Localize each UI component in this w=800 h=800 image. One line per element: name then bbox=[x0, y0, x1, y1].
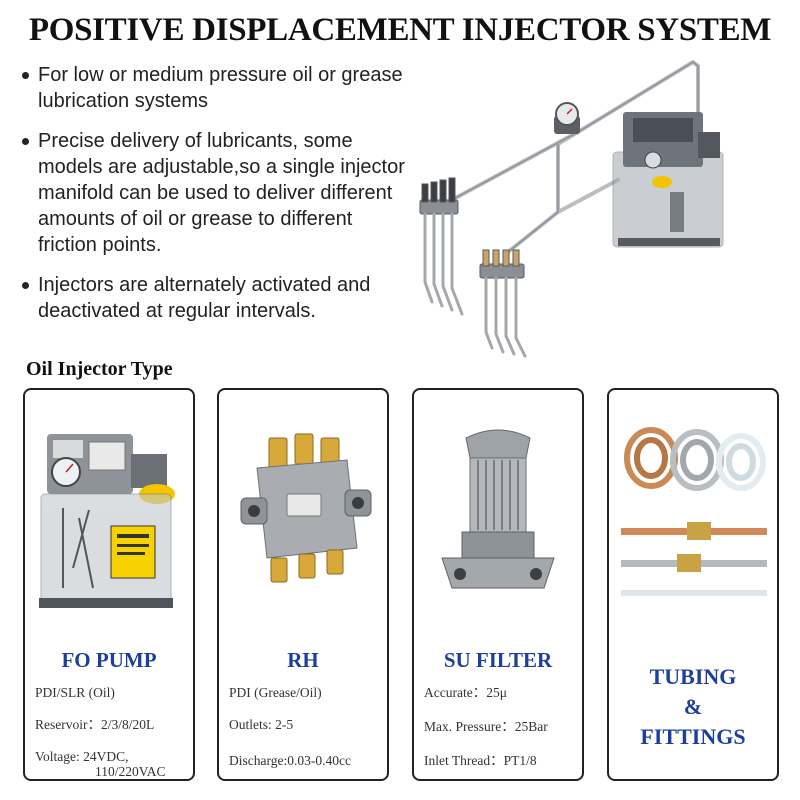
spec-fo-pump-voltage-ac: 110/220VAC bbox=[95, 764, 166, 779]
card-fo-pump: FO PUMP PDI/SLR (Oil) Reservoir：2/3/8/20… bbox=[23, 388, 195, 781]
fo-pump-image bbox=[39, 434, 175, 608]
card-title-su-filter: SU FILTER bbox=[443, 648, 553, 672]
spec-su-pressure: Max. Pressure：25Bar bbox=[424, 719, 548, 734]
su-filter-image bbox=[441, 429, 555, 589]
card-title-fo-pump: FO PUMP bbox=[61, 648, 157, 672]
card-title-tubing: TUBING bbox=[649, 664, 737, 689]
spec-su-accuracy: Accurate：25μ bbox=[424, 685, 507, 700]
spec-su-thread: Inlet Thread：PT1/8 bbox=[424, 753, 537, 768]
system-illustration bbox=[419, 60, 724, 358]
spec-fo-pump-type: PDI/SLR (Oil) bbox=[35, 685, 115, 700]
spec-fo-pump-voltage: Voltage: 24VDC, bbox=[35, 749, 129, 764]
feature-bullet-3: Injectors are alternately activated and … bbox=[20, 272, 415, 324]
card-su-filter: SU FILTER Accurate：25μ Max. Pressure：25B… bbox=[412, 388, 584, 781]
pump-unit-icon bbox=[612, 112, 724, 248]
section-title: Oil Injector Type bbox=[26, 358, 173, 380]
feature-bullet-2: Precise delivery of lubricants, some mod… bbox=[20, 128, 415, 258]
spec-rh-type: PDI (Grease/Oil) bbox=[229, 685, 322, 700]
spec-rh-discharge: Discharge:0.03-0.40cc bbox=[229, 753, 351, 768]
injector-manifold-right-icon bbox=[479, 249, 525, 279]
rh-manifold-image bbox=[240, 433, 372, 583]
spec-fo-pump-reservoir: Reservoir：2/3/8/20L bbox=[35, 717, 155, 732]
feature-bullet-1: For low or medium pressure oil or grease… bbox=[20, 62, 415, 114]
card-title-rh: RH bbox=[287, 648, 319, 672]
pressure-gauge-icon bbox=[554, 102, 580, 134]
card-tubing-fittings: TUBING & FITTINGS bbox=[607, 388, 779, 781]
card-rh: RH PDI (Grease/Oil) Outlets: 2-5 Dischar… bbox=[217, 388, 389, 781]
card-title-ampersand: & bbox=[683, 694, 703, 719]
injector-manifold-left-icon bbox=[419, 177, 459, 215]
card-title-fittings: FITTINGS bbox=[640, 724, 746, 749]
tubing-fittings-image bbox=[621, 427, 767, 596]
page-title: POSITIVE DISPLACEMENT INJECTOR SYSTEM bbox=[28, 12, 772, 48]
feature-list: For low or medium pressure oil or grease… bbox=[20, 62, 415, 338]
spec-rh-outlets: Outlets: 2-5 bbox=[229, 717, 294, 732]
